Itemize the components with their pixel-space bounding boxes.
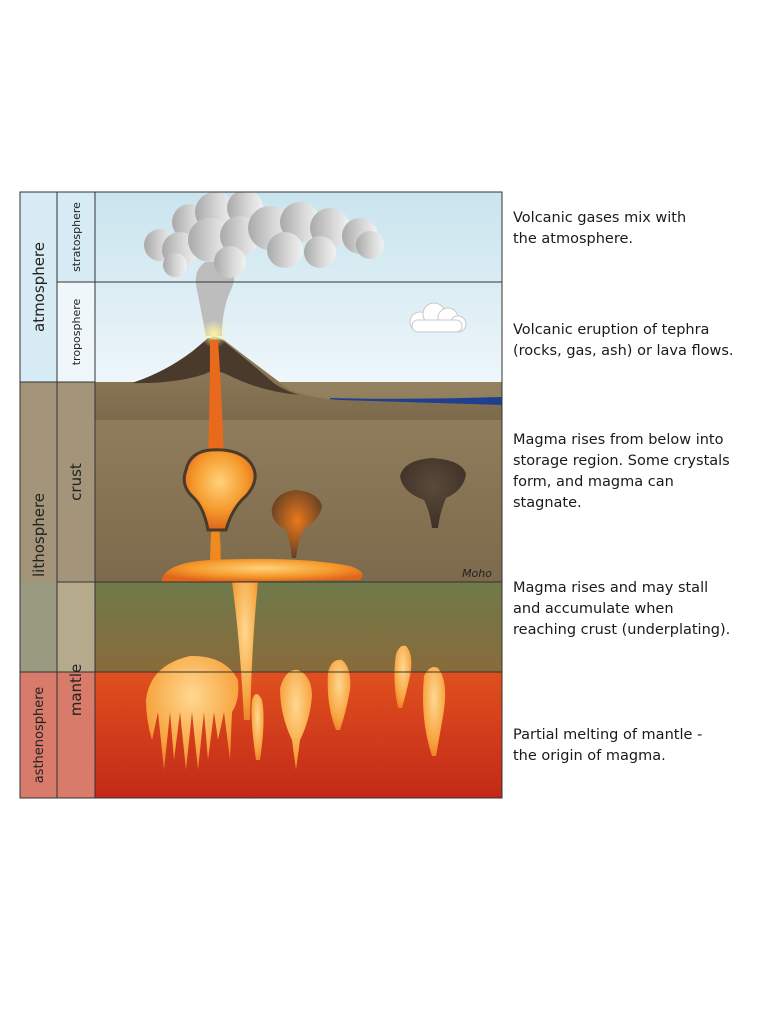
crust-column-bg [57, 382, 95, 582]
side-chamber [271, 490, 322, 558]
magma-chamber [182, 448, 257, 532]
label-crust: crust [67, 463, 85, 501]
troposphere-column-bg [57, 282, 95, 382]
label-mantle: mantle [67, 664, 85, 717]
vent-glow [200, 320, 228, 348]
stagnant-chamber [400, 458, 466, 528]
description-partial-melting: Partial melting of mantle - the origin o… [513, 727, 703, 764]
description-storage: Magma rises from below into storage regi… [513, 432, 730, 511]
mantle-upper-column-bg [57, 582, 95, 672]
partial-melt-plumes [146, 645, 446, 770]
label-atmosphere: atmosphere [30, 242, 48, 332]
description-eruption: Volcanic eruption of tephra (rocks, gas,… [513, 322, 734, 359]
magma-feeder [210, 520, 221, 570]
eruption-column [195, 262, 235, 336]
label-asthenosphere: asthenosphere [32, 687, 47, 784]
upper-mantle-layer [95, 582, 502, 674]
atmosphere-column-bg [20, 192, 57, 382]
layer-boundaries [19, 191, 503, 799]
small-cloud [409, 302, 467, 333]
description-underplating: Magma rises and may stall and accumulate… [513, 580, 731, 638]
stratosphere-column-bg [57, 192, 95, 282]
asthenosphere-column-bg [20, 672, 57, 798]
label-troposphere: troposphere [70, 299, 83, 366]
rising-dike [232, 582, 258, 720]
mantle-lower-column-bg [57, 672, 95, 798]
label-moho: Moho [462, 567, 492, 580]
label-lithosphere: lithosphere [30, 493, 48, 577]
label-stratosphere: stratosphere [70, 202, 83, 272]
underplating-sill [162, 558, 363, 582]
description-gases: Volcanic gases mix with the atmosphere. [513, 210, 687, 247]
eruption-cloud [144, 192, 384, 278]
magma-conduit [208, 340, 224, 460]
lithosphere-mantle-band [20, 582, 57, 672]
